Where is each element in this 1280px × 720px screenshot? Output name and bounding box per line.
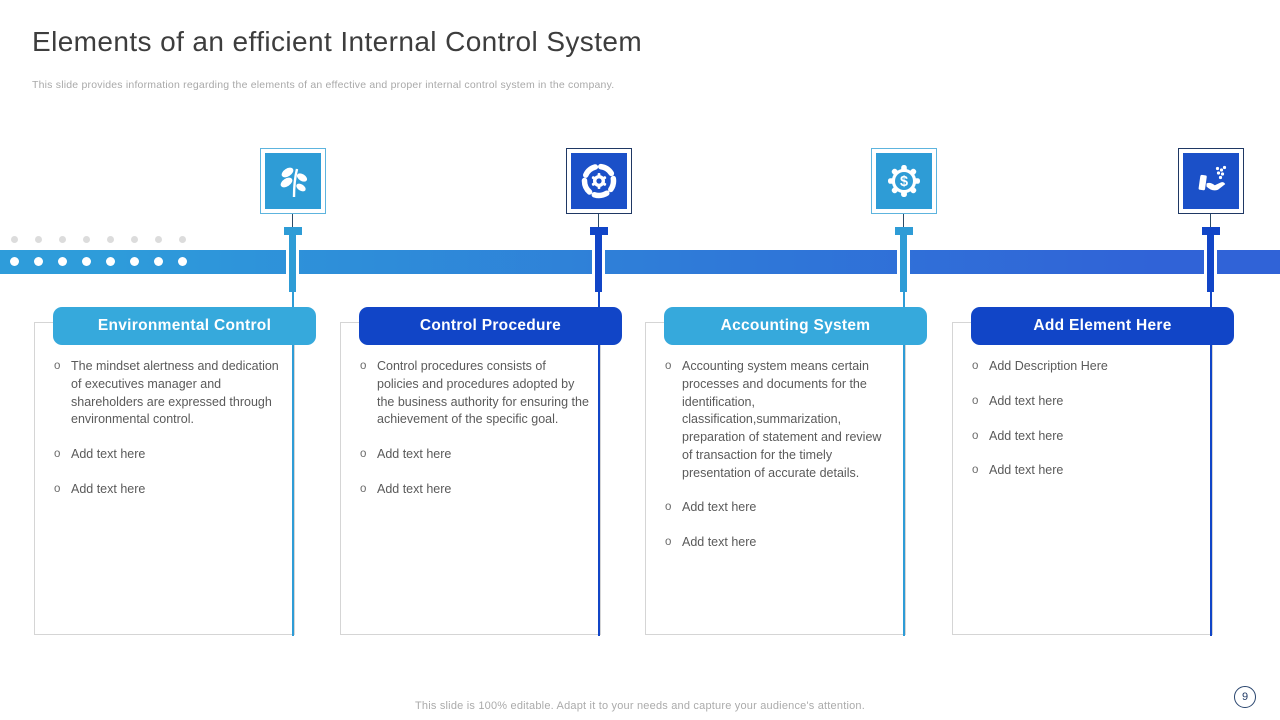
timeline-stem [897,235,910,292]
footer-note: This slide is 100% editable. Adapt it to… [415,700,865,712]
list-item[interactable]: Add text here [972,428,1201,446]
column-header-environmental-control[interactable]: Environmental Control [53,307,316,345]
bullet-list: Accounting system means certain processe… [645,358,906,569]
column-accent-line [903,290,905,636]
page-title: Elements of an efficient Internal Contro… [32,26,643,57]
dollar-gear-icon: $ [871,148,937,214]
bullet-list: Control procedures consists of policies … [340,358,601,516]
list-item[interactable]: Add Description Here [972,358,1201,376]
column-accent-line [1210,290,1212,636]
hand-receiving-coins-icon [1178,148,1244,214]
list-item[interactable]: Control procedures consists of policies … [360,358,589,429]
list-item[interactable]: Add text here [360,481,589,499]
column-header-add-element[interactable]: Add Element Here [971,307,1234,345]
timeline-stem [1204,235,1217,292]
timeline-marker [895,227,913,235]
list-item[interactable]: Accounting system means certain processe… [665,358,894,482]
page-subtitle: This slide provides information regardin… [32,79,615,91]
column-header-accounting-system[interactable]: Accounting System [664,307,927,345]
timeline-marker [590,227,608,235]
icon-connector-line [903,214,904,227]
plant-icon [260,148,326,214]
decorative-white-dots [10,257,187,266]
icon-connector-line [598,214,599,227]
timeline-stem [286,235,299,292]
timeline-marker [1202,227,1220,235]
list-item[interactable]: The mindset alertness and dedication of … [54,358,283,429]
list-item[interactable]: Add text here [665,534,894,552]
timeline-stem [592,235,605,292]
column-header-control-procedure[interactable]: Control Procedure [359,307,622,345]
list-item[interactable]: Add text here [972,393,1201,411]
decorative-gray-dots [11,236,186,243]
icon-connector-line [292,214,293,227]
column-control-procedure: Control Procedure Control procedures con… [340,140,632,650]
icon-connector-line [1210,214,1211,227]
list-item[interactable]: Add text here [54,481,283,499]
bullet-list: The mindset alertness and dedication of … [34,358,295,516]
list-item[interactable]: Add text here [360,446,589,464]
list-item[interactable]: Add text here [54,446,283,464]
column-accent-line [598,290,600,636]
timeline-marker [284,227,302,235]
rotating-gear-icon [566,148,632,214]
column-environmental-control: Environmental Control The mindset alertn… [34,140,326,650]
column-accounting-system: $ Accounting System Accounting system me… [645,140,937,650]
list-item[interactable]: Add text here [972,462,1201,480]
svg-text:$: $ [900,174,908,190]
timeline-bar [0,250,1280,274]
column-accent-line [292,290,294,636]
page-number-badge: 9 [1234,686,1256,708]
column-add-element: Add Element Here Add Description HereAdd… [952,140,1244,650]
list-item[interactable]: Add text here [665,499,894,517]
